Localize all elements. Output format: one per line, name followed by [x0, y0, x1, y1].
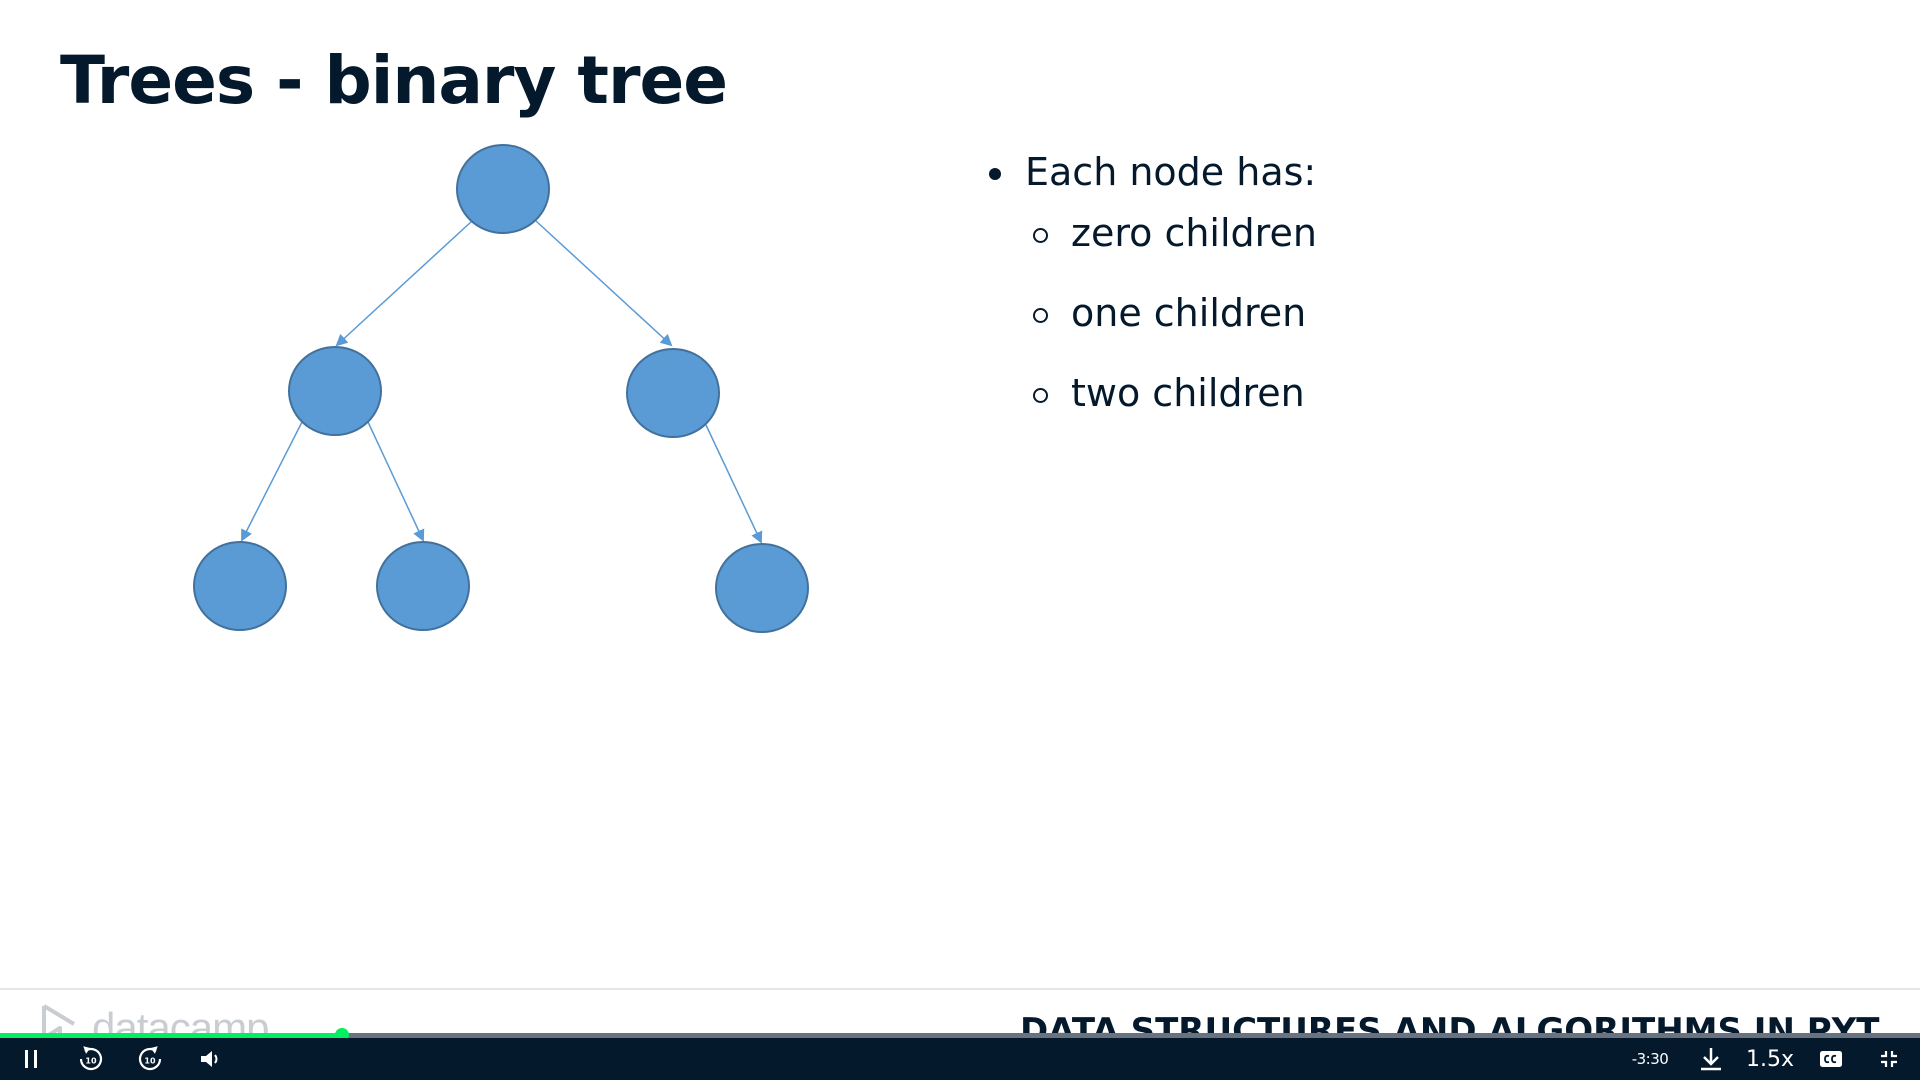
sub-bullet-item: one children [985, 289, 1317, 337]
tree-node-left-left [193, 541, 287, 631]
pause-icon [25, 1050, 37, 1068]
binary-tree-diagram [193, 144, 809, 633]
forward-10-button[interactable]: 10 [131, 1038, 169, 1080]
tree-edge [705, 424, 763, 544]
forward-10-icon: 10 [138, 1046, 162, 1071]
exit-fullscreen-icon [1881, 1051, 1897, 1067]
playback-speed: 1.5x [1745, 1046, 1794, 1072]
rewind-10-button[interactable]: 10 [72, 1038, 110, 1080]
bullet-list: Each node has: zero children one childre… [985, 148, 1317, 449]
volume-icon [201, 1051, 218, 1067]
rewind-10-icon: 10 [79, 1046, 103, 1071]
captions-button[interactable] [1814, 1038, 1848, 1080]
tree-node-right [626, 348, 720, 438]
svg-text:10: 10 [144, 1057, 156, 1066]
progress-fill [0, 1033, 342, 1038]
tree-node-root [456, 144, 550, 234]
bullet-ring-icon [1033, 308, 1048, 323]
tree-edge [367, 421, 425, 542]
pause-button[interactable] [14, 1038, 48, 1080]
time-remaining-display: -3:30 [1620, 1038, 1680, 1080]
time-remaining: -3:30 [1631, 1050, 1669, 1068]
tree-node-left [288, 346, 382, 436]
download-icon [1701, 1048, 1721, 1071]
datacamp-logo: datacamp [40, 1004, 340, 1038]
bullet-main-text: Each node has: [1025, 150, 1317, 194]
volume-button[interactable] [194, 1038, 228, 1080]
footer-divider [0, 988, 1920, 990]
bullet-main: Each node has: [985, 148, 1317, 196]
player-control-bar: 10 10 -3:30 1.5x [0, 1038, 1920, 1080]
exit-fullscreen-button[interactable] [1872, 1038, 1906, 1080]
tree-node-right-right [715, 543, 809, 633]
tree-edge [241, 421, 303, 542]
tree-nodes [193, 144, 809, 633]
download-button[interactable] [1694, 1038, 1728, 1080]
slide-title: Trees - binary tree [60, 42, 728, 119]
sub-bullet-item: zero children [985, 209, 1317, 257]
course-name: DATA STRUCTURES AND ALGORITHMS IN PYTHON [1020, 1011, 1880, 1036]
captions-icon [1820, 1051, 1842, 1067]
sub-bullet-text: two children [1071, 371, 1305, 415]
slide: Trees - binary tree Each node has: [0, 42, 1920, 1038]
sub-bullet-item: two children [985, 369, 1317, 417]
tree-edges [241, 220, 763, 544]
bullet-ring-icon [1033, 228, 1048, 243]
bullet-ring-icon [1033, 388, 1048, 403]
sub-bullet-list: zero children one children two children [985, 209, 1317, 417]
sub-bullet-text: zero children [1071, 211, 1317, 255]
tree-node-left-right [376, 541, 470, 631]
datacamp-logo-text: datacamp [92, 1004, 269, 1038]
svg-text:10: 10 [85, 1057, 97, 1066]
tree-edge [335, 220, 473, 347]
playback-speed-button[interactable]: 1.5x [1742, 1038, 1798, 1080]
sub-bullet-text: one children [1071, 291, 1307, 335]
tree-edge [535, 220, 673, 347]
bullet-dot-icon [989, 168, 1001, 180]
